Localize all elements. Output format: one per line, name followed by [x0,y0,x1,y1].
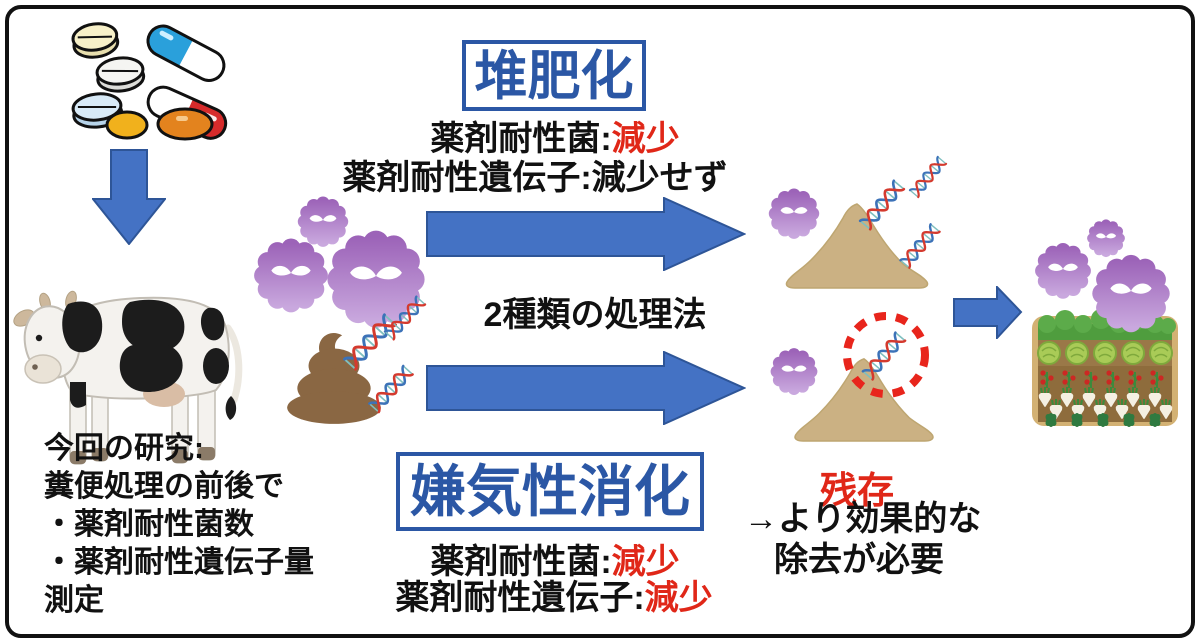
manure-icon [287,332,381,424]
study-note-line: ・薬剤耐性菌数 [44,508,254,541]
microbe-icon [766,184,822,240]
anaerobic-title: 嫌気性消化 [410,460,690,523]
outcome-note-line1: →より効果的な [744,500,982,538]
microbe-icon [1088,248,1174,334]
study-note-line: 測定 [44,584,104,617]
treatment-methods-label: 2種類の処理法 [483,296,707,334]
diagram-frame [5,5,1195,638]
study-note-line: 今回の研究: [44,432,204,465]
cow-icon [13,290,243,465]
composting-gene-result: 薬剤耐性遺伝子:減少せず [342,159,728,197]
anaerobic-bacteria-result: 薬剤耐性菌:減少 [430,543,680,581]
pills-icon [71,22,228,141]
down-arrow-icon [92,149,166,245]
composting-bacteria-result: 薬剤耐性菌:減少 [430,120,680,158]
dotted-circle-icon [843,312,929,398]
study-note-line: ・薬剤耐性遺伝子量 [44,546,314,579]
outcome-note-line2: 除去が必要 [774,541,944,579]
composting-title-box: 堆肥化 [462,40,646,111]
right-arrow-icon [953,286,1023,339]
remaining-label: 残存 [820,470,894,511]
microbe-icon [768,344,820,396]
composting-title: 堆肥化 [474,47,634,106]
right-arrow-icon [426,197,746,271]
right-arrow-icon [426,351,746,425]
anaerobic-title-box: 嫌気性消化 [396,452,704,531]
study-note-line: 糞便処理の前後で [44,470,284,503]
study-note: 今回の研究: 糞便処理の前後で ・薬剤耐性菌数 ・薬剤耐性遺伝子量 測定 [44,430,384,620]
anaerobic-gene-result: 薬剤耐性遺伝子:減少 [395,579,713,617]
